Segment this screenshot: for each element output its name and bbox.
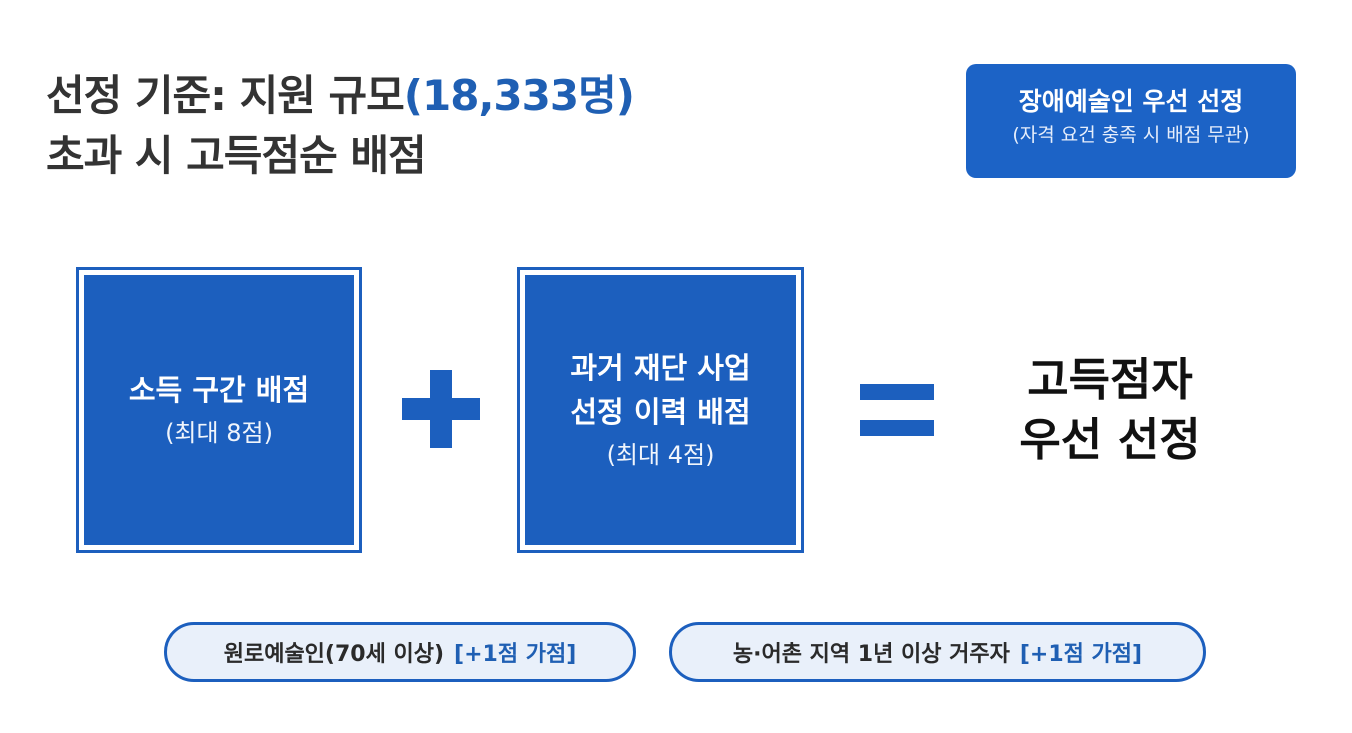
result-line-1: 고득점자 (1027, 353, 1193, 406)
priority-badge-note: (자격 요건 충족 시 배점 무관) (1012, 124, 1250, 146)
bonus-pill-points: [+1점 가점] (454, 642, 577, 667)
income-score-box: 소득 구간 배점 (최대 8점) (76, 267, 362, 553)
title-line-1: 선정 기준: 지원 규모(18,333명) (46, 66, 635, 126)
title-criteria: 선정 기준: 지원 규모 (46, 71, 405, 120)
title-line-2: 초과 시 고득점순 배점 (46, 131, 427, 180)
history-score-label-2: 선정 이력 배점 (570, 395, 751, 429)
equals-icon-bottom-bar (860, 420, 934, 436)
history-score-max: (최대 4점) (606, 441, 715, 469)
priority-badge-title: 장애예술인 우선 선정 (1018, 87, 1244, 116)
bonus-pill-text: 원로예술인(70세 이상) (223, 642, 445, 667)
bonus-pill-rural-resident: 농·어촌 지역 1년 이상 거주자 [+1점 가점] (669, 622, 1206, 682)
page-title: 선정 기준: 지원 규모(18,333명) 초과 시 고득점순 배점 (46, 66, 635, 186)
result-line-2: 우선 선정 (1019, 413, 1201, 466)
equals-icon-top-bar (860, 384, 934, 400)
history-score-label-1: 과거 재단 사업 (570, 351, 751, 385)
bonus-pill-points: [+1점 가점] (1019, 642, 1143, 667)
result-text: 고득점자 우선 선정 (975, 350, 1245, 470)
income-score-max: (최대 8점) (165, 419, 273, 447)
history-score-box: 과거 재단 사업 선정 이력 배점 (최대 4점) (517, 267, 804, 553)
plus-icon-vertical (430, 370, 452, 448)
priority-badge: 장애예술인 우선 선정 (자격 요건 충족 시 배점 무관) (966, 64, 1296, 178)
title-count: (18,333명) (403, 71, 635, 120)
income-score-label: 소득 구간 배점 (128, 373, 310, 407)
bonus-pill-text: 농·어촌 지역 1년 이상 거주자 (732, 642, 1010, 667)
bonus-pill-senior-artist: 원로예술인(70세 이상) [+1점 가점] (164, 622, 636, 682)
